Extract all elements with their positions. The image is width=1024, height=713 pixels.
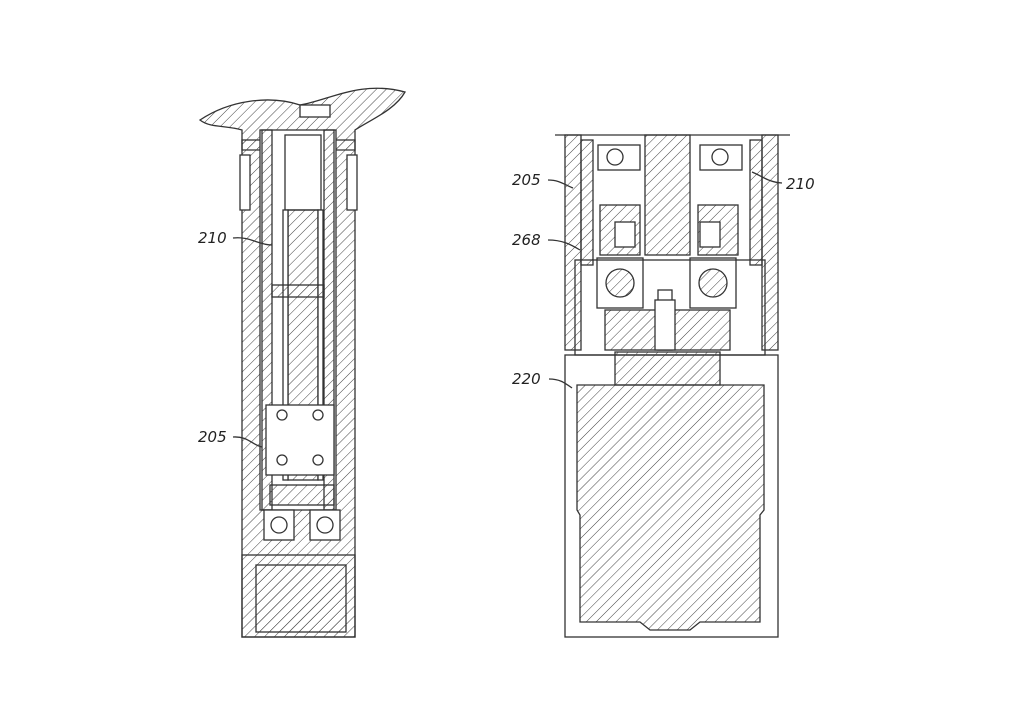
leader-205-left xyxy=(232,436,263,448)
leader-210-right xyxy=(751,171,783,184)
motor-top-boss xyxy=(614,351,721,386)
bearing-ball-268-right xyxy=(698,268,728,298)
bearing-right xyxy=(316,516,334,534)
label-210-right: 210 xyxy=(786,175,815,193)
right-figure-assembly xyxy=(555,134,790,638)
base-cap-left xyxy=(241,554,356,638)
ball-bearing xyxy=(276,409,288,421)
screw-thread-l xyxy=(282,209,289,481)
bearing-268-left xyxy=(596,257,644,309)
motor-body-220 xyxy=(576,384,765,631)
leader-210-left xyxy=(232,237,273,246)
lead-screw-right xyxy=(644,134,691,256)
saddle-handle xyxy=(198,87,406,151)
ball-bearing xyxy=(276,454,288,466)
inner-tube-210-left-wall xyxy=(580,139,594,266)
leader-205-right xyxy=(547,179,574,189)
leader-268 xyxy=(547,239,581,251)
label-210-left: 210 xyxy=(198,229,227,247)
coupling-slot xyxy=(654,299,676,351)
coupling xyxy=(269,484,335,506)
motor-body-left xyxy=(255,564,347,633)
ball-bearing xyxy=(711,148,729,166)
outer-tube-205-left-wall xyxy=(564,134,582,351)
side-clip-right xyxy=(346,154,358,211)
bearing-left xyxy=(270,516,288,534)
screw-thread-r xyxy=(317,209,324,481)
handle-clamp-window xyxy=(299,104,331,118)
ball-bearing xyxy=(606,148,624,166)
left-figure-assembly xyxy=(198,87,406,638)
nut-window-left xyxy=(614,221,636,248)
leader-220 xyxy=(548,378,573,389)
leader-lines xyxy=(232,171,783,448)
bearing-housing-upper xyxy=(265,404,335,476)
ball-bearing xyxy=(312,454,324,466)
label-205-left: 205 xyxy=(198,428,227,446)
label-205-right: 205 xyxy=(512,171,541,189)
inner-tube-210-right-wall xyxy=(749,139,763,266)
ball-bearing xyxy=(312,409,324,421)
label-268: 268 xyxy=(512,231,541,249)
side-clip-left xyxy=(239,154,251,211)
bearing-ball-268-left xyxy=(605,268,635,298)
label-220: 220 xyxy=(512,370,541,388)
bushing xyxy=(271,284,325,298)
central-rod xyxy=(284,134,322,211)
nut-window-right xyxy=(699,221,721,248)
